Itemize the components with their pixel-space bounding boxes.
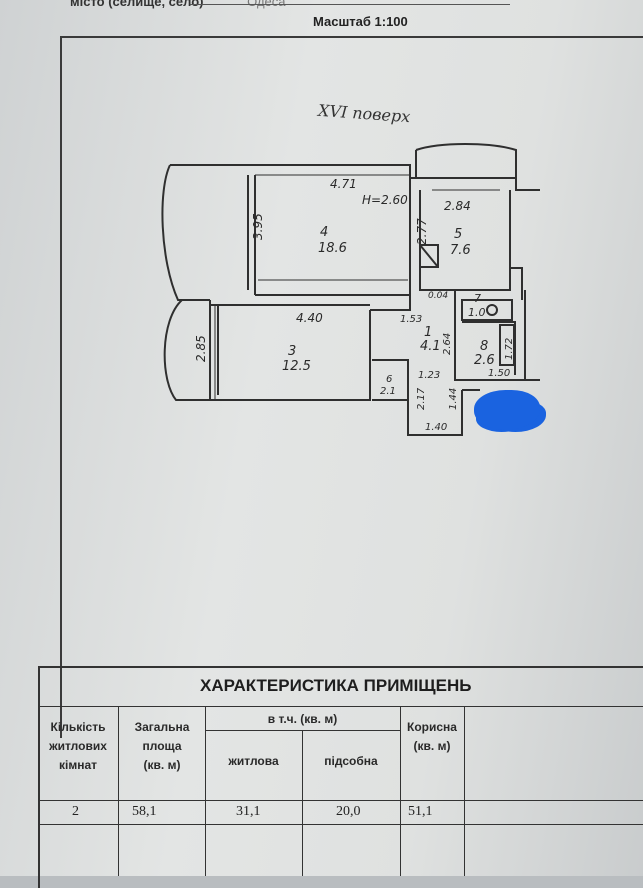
- header-including: в т.ч. (кв. м): [267, 712, 338, 726]
- room-5-area: 7.6: [450, 243, 471, 258]
- plan-frame: [60, 36, 643, 738]
- place-underline: [190, 4, 510, 5]
- dim-1-72: 1.72: [504, 338, 515, 360]
- room-1-area: 4.1: [420, 339, 441, 354]
- header-useful: Корисна (кв. м): [407, 720, 457, 753]
- room-4-number: 4: [320, 225, 328, 240]
- room-7-number: 7: [474, 292, 481, 305]
- room-3-area: 12.5: [282, 359, 311, 374]
- dim-height: H=2.60: [362, 193, 408, 207]
- dim-4-40: 4.40: [296, 311, 323, 325]
- header-total-area: Загальна площа (кв. м): [134, 720, 190, 772]
- dim-0-04: 0.04: [428, 291, 448, 301]
- room-5-number: 5: [454, 227, 462, 242]
- dim-2-17: 2.17: [416, 387, 427, 410]
- dim-2-84: 2.84: [444, 199, 471, 213]
- table-rule: [38, 824, 643, 825]
- place-label: місто (селище, село): [70, 0, 204, 9]
- table-rule: [38, 800, 643, 801]
- room-8-number: 8: [480, 339, 488, 354]
- dim-4-71: 4.71: [330, 177, 357, 191]
- room-6-area: 2.1: [380, 386, 396, 397]
- value-rooms-count: 2: [72, 804, 79, 819]
- dim-1-40: 1.40: [425, 422, 447, 433]
- table-rule: [464, 706, 465, 876]
- dim-2-64: 2.64: [442, 333, 453, 355]
- dim-3-95: 3.95: [251, 213, 265, 240]
- dim-1-44: 1.44: [448, 388, 459, 410]
- value-living: 31,1: [236, 804, 261, 819]
- room-7-area: 1.0: [468, 306, 486, 319]
- table-rule: [205, 706, 206, 876]
- dim-2-77: 2.77: [415, 218, 429, 245]
- redaction-mark: [474, 390, 540, 430]
- table-rule: [38, 706, 643, 707]
- header-living: житлова: [228, 754, 279, 768]
- value-total-area: 58,1: [132, 804, 157, 819]
- room-4-area: 18.6: [318, 241, 347, 256]
- characteristics-table: [38, 666, 643, 888]
- room-8-area: 2.6: [474, 353, 495, 368]
- scale-label: Масштаб 1:100: [313, 14, 408, 29]
- table-rule: [302, 730, 303, 876]
- value-auxiliary: 20,0: [336, 804, 361, 819]
- header-auxiliary: підсобна: [324, 754, 378, 768]
- room-6-number: 6: [386, 374, 392, 385]
- table-rule: [400, 706, 401, 876]
- value-useful: 51,1: [408, 804, 433, 819]
- dim-2-85: 2.85: [194, 335, 208, 362]
- room-3-number: 3: [288, 344, 296, 359]
- dim-1-50: 1.50: [488, 368, 510, 379]
- table-title: ХАРАКТЕРИСТИКА ПРИМІЩЕНЬ: [200, 676, 472, 695]
- dim-1-53: 1.53: [400, 314, 422, 325]
- room-1-number: 1: [424, 325, 432, 340]
- header-rooms-count: Кількість житлових кімнат: [49, 720, 107, 772]
- table-rule: [118, 706, 119, 876]
- dim-1-23: 1.23: [418, 370, 440, 381]
- floor-plan: 4.71 H=2.60 3.95 4.40 2.85 2.77 2.84 1.5…: [161, 143, 540, 436]
